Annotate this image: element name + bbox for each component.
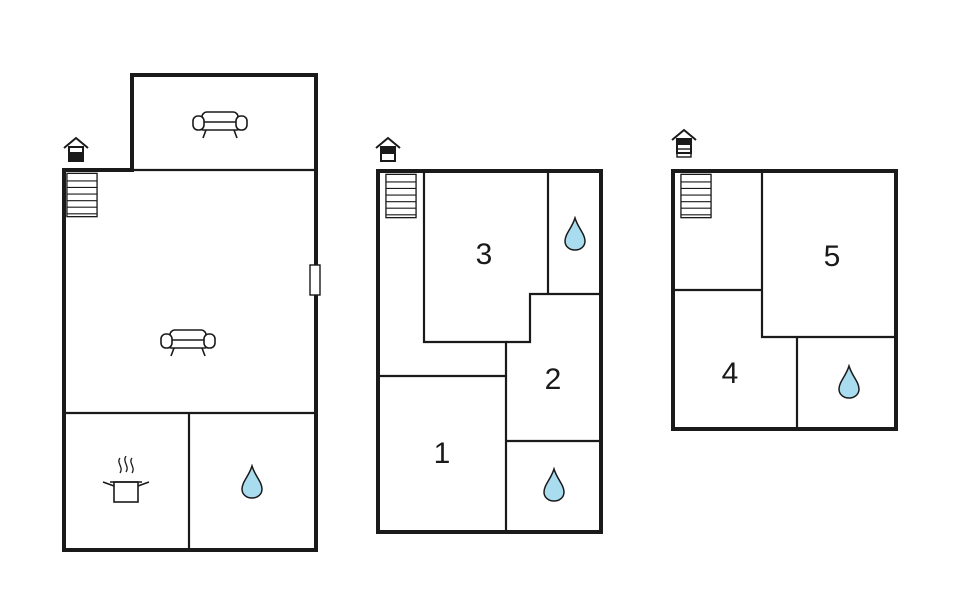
floor-3-outer-wall — [671, 169, 898, 431]
water-drop-icon — [564, 217, 586, 251]
house-level-ground-icon — [63, 137, 89, 162]
cooking-pot-icon — [102, 456, 150, 503]
door-icon — [309, 264, 321, 296]
house-level-top-icon — [671, 129, 697, 158]
floor-1 — [62, 73, 321, 552]
water-drop-icon — [241, 465, 263, 499]
floor-3-partition — [760, 290, 896, 339]
floor-2: 3 2 1 — [375, 137, 603, 534]
stairs-icon — [680, 173, 712, 219]
floor-2-outer-wall — [376, 169, 603, 534]
sofa-icon — [192, 111, 248, 139]
room-number: 3 — [476, 238, 493, 271]
stairs-icon — [385, 173, 417, 219]
room-number: 2 — [545, 363, 562, 396]
water-drop-icon — [838, 365, 860, 399]
room-number: 5 — [824, 240, 841, 273]
room-number: 1 — [434, 437, 451, 470]
water-drop-icon — [543, 468, 565, 502]
floor-2-partition — [422, 171, 508, 532]
room-number: 4 — [722, 357, 739, 390]
sofa-icon — [160, 329, 216, 357]
floor-2-partition — [506, 292, 601, 344]
stairs-icon — [66, 172, 98, 218]
house-level-middle-icon — [375, 137, 401, 162]
floor-3: 5 4 — [671, 129, 898, 431]
